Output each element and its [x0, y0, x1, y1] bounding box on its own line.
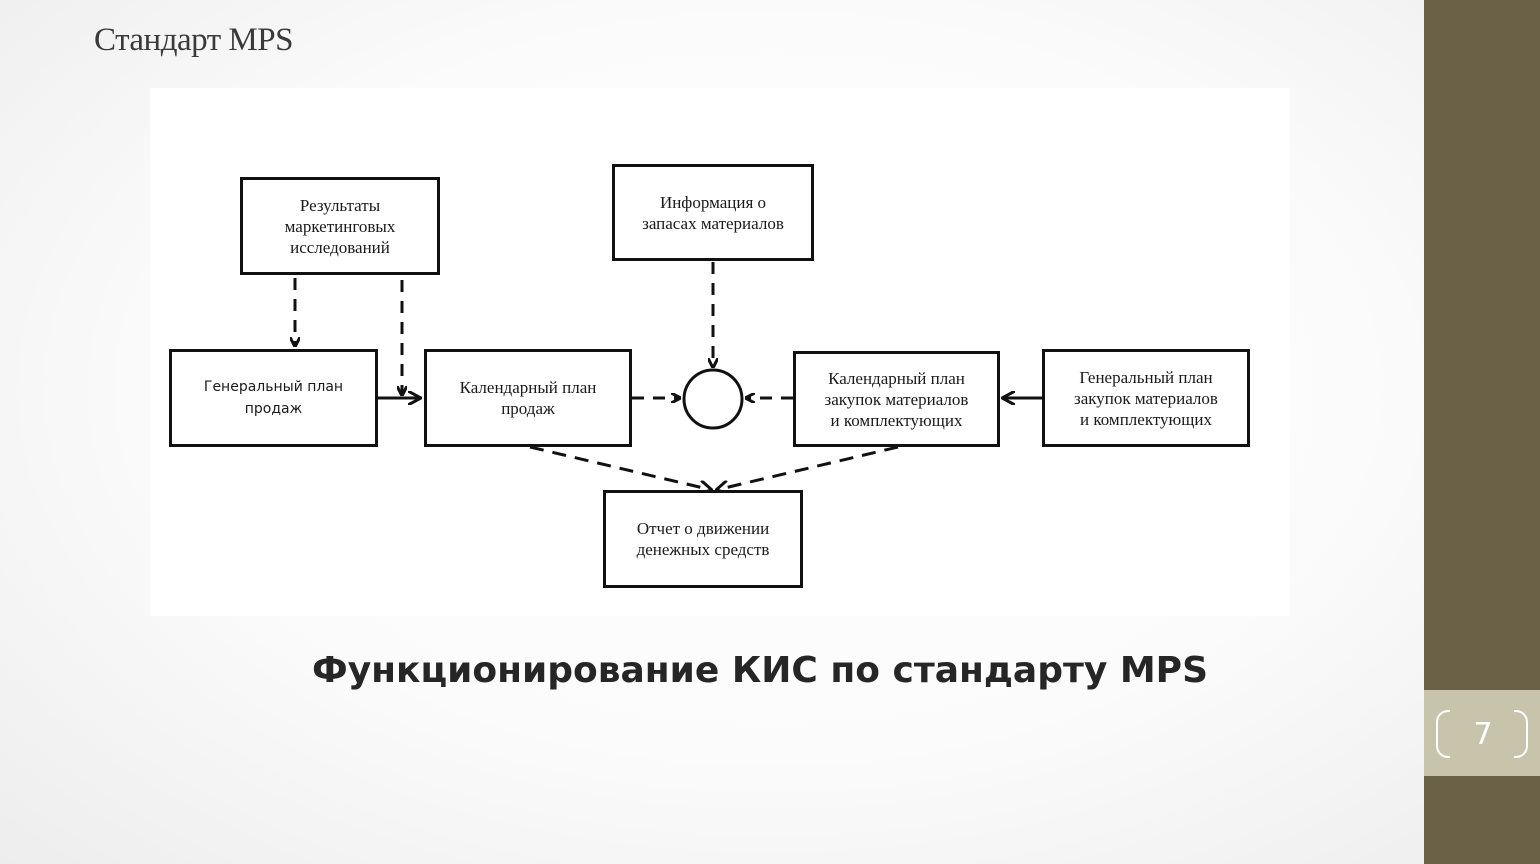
edge-calendar-purchase-to-report: [716, 445, 899, 490]
bracket-left-icon: [1436, 710, 1450, 758]
page-number: 7: [1473, 716, 1493, 752]
node-calendar-sales-plan: Календарный план продаж: [424, 349, 632, 447]
node-calendar-purchase-plan: Календарный план закупок материалов и ко…: [793, 351, 1000, 447]
node-inventory-info: Информация о запасах материалов: [612, 164, 814, 261]
page-number-tab: [1424, 690, 1540, 776]
node-cash-flow-report: Отчет о движении денежных средств: [603, 490, 803, 588]
slide-title: Стандарт MPS: [94, 22, 293, 58]
slide-caption: Функционирование КИС по стандарту MPS: [312, 650, 1208, 691]
node-general-sales-plan: Генеральный план продаж: [169, 349, 378, 447]
edge-calendar-sales-to-report: [529, 445, 712, 490]
junction-node: [682, 368, 744, 430]
node-marketing-research: Результаты маркетинговых исследований: [240, 177, 440, 275]
node-general-purchase-plan: Генеральный план закупок материалов и ко…: [1042, 349, 1250, 447]
